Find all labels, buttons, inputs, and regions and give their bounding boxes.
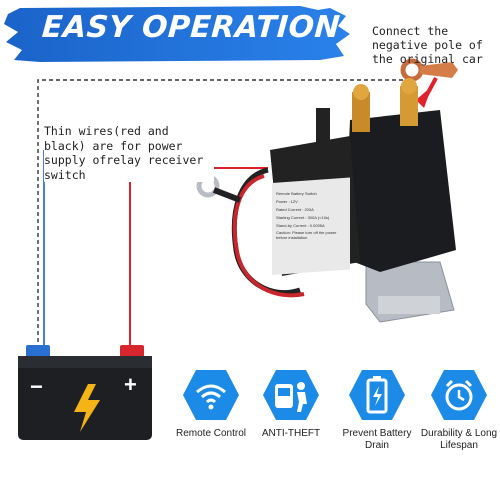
feature-remote-control: Remote Control [170,368,252,440]
title-banner: EASY OPERATION [0,0,360,68]
feature-label: Prevent Battery Drain [342,428,412,451]
feature-anti-theft: ANTI-THEFT [250,368,332,440]
relay-spec-label: Remote Battery Switch Power : 12V Rated … [276,190,346,240]
relay-spec-line: Caution: Please turn off the power befor… [276,230,337,240]
feature-label: ANTI-THEFT [261,428,321,439]
battery-icon [347,368,407,422]
relay-spec-line: Power : 12V [276,199,298,204]
relay-spec-line: Starting Current : 300A (<10s) [276,215,330,220]
battery-negative-label: − [30,374,43,399]
feature-prevent-drain: Prevent Battery Drain [336,368,418,452]
feature-durability: Durability & Long Lifespan [418,368,500,452]
banner-brush-shape [4,6,350,62]
feature-label: Remote Control [175,428,247,439]
battery-positive-label: + [124,372,137,397]
thin-wires-note: Thin wires(red and black) are for power … [44,124,214,182]
battery-graphic [18,345,152,440]
car-thief-icon [261,368,321,422]
alarm-clock-icon [429,368,489,422]
relay-spec-line: Stand-by Current : 0.0005A [276,223,325,228]
relay-spec-line: Rated Current : 200A [276,207,314,212]
relay-spec-line: Remote Battery Switch [276,191,317,196]
negative-pole-note: Connect the negative pole of the origina… [372,24,483,66]
feature-list: Remote Control ANTI-THEFT Prevent Batter… [170,368,500,488]
relay-unit [196,78,456,323]
lightning-bolt-icon [74,384,100,432]
wifi-icon [181,368,241,422]
feature-label: Durability & Long Lifespan [420,428,498,451]
